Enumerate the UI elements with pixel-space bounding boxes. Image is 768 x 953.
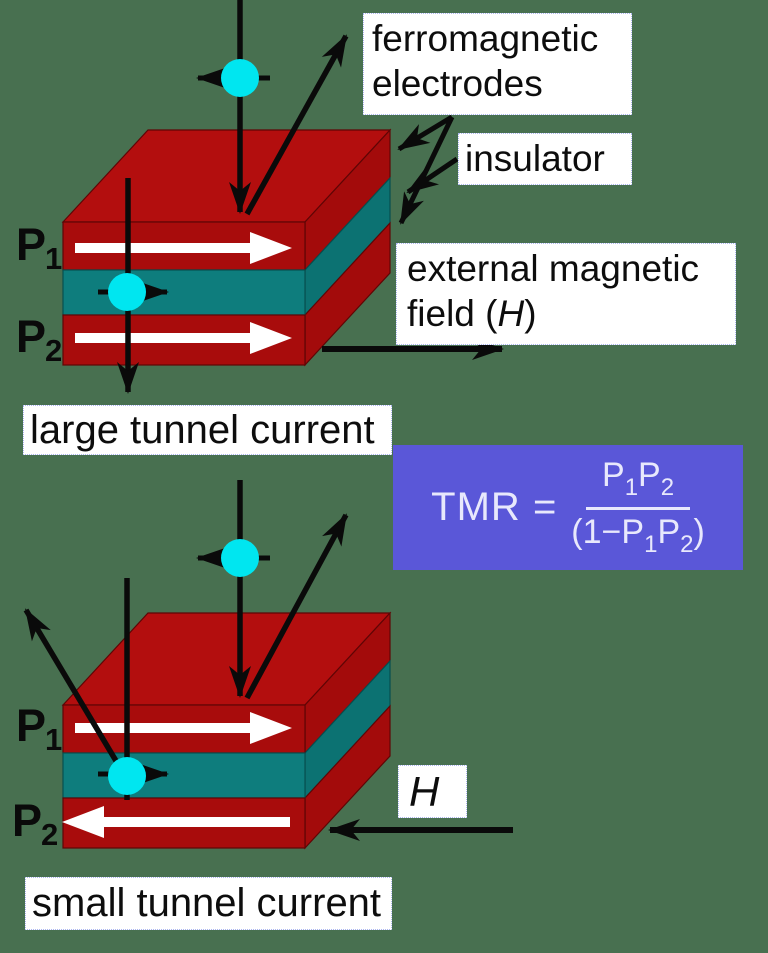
- reflected-electron-arrow: [23, 608, 134, 788]
- label-pointer-arrows: [397, 114, 459, 225]
- external-field-line1: external magnetic: [407, 248, 700, 289]
- p-base: P: [16, 219, 46, 270]
- den-p2: P: [657, 513, 681, 551]
- h-field-label: H: [398, 765, 467, 818]
- num-p2: P: [638, 456, 661, 494]
- ferromagnetic-line1: ferromagnetic: [372, 18, 599, 59]
- ferromagnetic-pointer-arrow-1: [397, 114, 454, 152]
- large-tunnel-current-text: large tunnel current: [30, 408, 375, 452]
- electron: [108, 757, 146, 795]
- magnetization-arrow-p1-right: [75, 712, 292, 744]
- equals-sign: =: [532, 485, 558, 529]
- den-close: ): [693, 513, 705, 551]
- den-p1: P: [621, 513, 645, 551]
- insulator-label: insulator: [458, 133, 632, 185]
- tmr-fraction: P1P2 (1−P1P2): [571, 456, 705, 559]
- magnetization-arrow-p2-left: [62, 806, 290, 838]
- num-s2: 2: [660, 474, 675, 501]
- tmr-denominator: (1−P1P2): [571, 510, 705, 559]
- electron: [108, 273, 146, 311]
- den-s2: 2: [680, 531, 694, 558]
- small-tunnel-current-text: small tunnel current: [32, 881, 382, 925]
- p-base: P: [16, 700, 46, 751]
- p2-label-bottom: P2: [12, 795, 58, 852]
- p-base: P: [16, 311, 46, 362]
- bottom-junction: [23, 480, 392, 850]
- p1-label-bottom: P1: [16, 700, 62, 757]
- scattered-electron-arrow-up: [244, 513, 349, 700]
- magnetization-arrow-p1-right: [75, 232, 292, 264]
- num-s1: 1: [624, 474, 639, 501]
- tmr-lhs: TMR =: [431, 485, 557, 530]
- magnetization-arrow-p2-right: [75, 322, 292, 354]
- large-tunnel-current-label: large tunnel current: [23, 405, 392, 455]
- tmr-text: TMR: [431, 485, 521, 529]
- external-field-line2: field (H): [407, 291, 725, 336]
- top-junction: [61, 0, 392, 394]
- insulator-pointer-arrow: [406, 156, 459, 195]
- external-field-line2-pre: field (: [407, 293, 498, 335]
- external-field-label: external magnetic field (H): [396, 243, 736, 345]
- p-subscript: 2: [41, 817, 58, 852]
- ferromagnetic-electrodes-label: ferromagnetic electrodes: [363, 13, 632, 115]
- p-subscript: 1: [45, 241, 62, 276]
- small-tunnel-current-label: small tunnel current: [25, 877, 392, 930]
- p-subscript: 2: [45, 333, 62, 368]
- den-s1: 1: [644, 531, 658, 558]
- tmr-formula-box: TMR = P1P2 (1−P1P2): [393, 445, 743, 570]
- ferromagnetic-line2: electrodes: [372, 63, 543, 105]
- electron: [221, 59, 259, 97]
- p-base: P: [12, 795, 42, 846]
- p-subscript: 1: [45, 722, 62, 757]
- electrode-pointer-arrow-up: [244, 34, 349, 216]
- external-field-line2-post: ): [524, 293, 537, 335]
- h-symbol-text: H: [409, 768, 440, 815]
- insulator-text: insulator: [465, 138, 605, 179]
- external-field-h-symbol: H: [497, 293, 525, 335]
- p1-label-top: P1: [16, 219, 62, 276]
- tmr-numerator: P1P2: [586, 456, 691, 510]
- electron: [221, 539, 259, 577]
- p2-label-top: P2: [16, 311, 62, 368]
- den-open: (1−: [571, 513, 622, 551]
- num-p1: P: [602, 456, 625, 494]
